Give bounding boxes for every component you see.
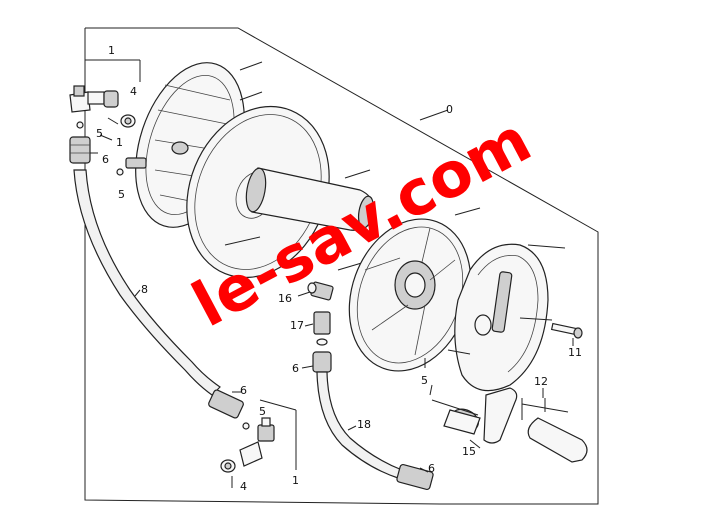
label-5-bottom: 5 bbox=[259, 405, 266, 418]
label-4-bottom: 4 bbox=[240, 480, 247, 493]
side-frame bbox=[447, 243, 566, 392]
label-6-bottom-left: 6 bbox=[240, 384, 247, 397]
label-6-center: 6 bbox=[292, 362, 299, 375]
label-16: 16 bbox=[278, 292, 292, 305]
front-drum-flange bbox=[348, 207, 481, 372]
label-1-bottom: 1 bbox=[292, 474, 299, 487]
label-5-top: 5 bbox=[96, 127, 103, 140]
bottom-elbow-fitting bbox=[220, 399, 297, 488]
nipple-part-17 bbox=[313, 311, 331, 346]
hose-coupling-center bbox=[312, 351, 332, 373]
label-6-top: 6 bbox=[102, 153, 109, 166]
label-1-mid: 1 bbox=[116, 136, 123, 149]
label-15: 15 bbox=[462, 445, 476, 458]
label-5-left: 5 bbox=[118, 188, 125, 201]
label-18: 18 bbox=[357, 418, 371, 431]
label-5-center: 5 bbox=[421, 374, 428, 387]
elbow-fitting-part-1 bbox=[69, 59, 141, 128]
handle-grip-part-12 bbox=[521, 398, 588, 463]
label-8: 8 bbox=[141, 283, 148, 296]
hose-end-coupling-left bbox=[208, 389, 244, 419]
label-12: 12 bbox=[534, 375, 548, 388]
leader-lines bbox=[90, 109, 544, 473]
label-11: 11 bbox=[568, 346, 582, 359]
label-6-bottom-right: 6 bbox=[428, 462, 435, 475]
label-4-top: 4 bbox=[130, 85, 137, 98]
crank-handle-part-15 bbox=[431, 387, 518, 444]
supply-hose-part-8 bbox=[73, 169, 221, 396]
label-17: 17 bbox=[290, 319, 304, 332]
label-0: 0 bbox=[446, 103, 453, 116]
swivel-connector bbox=[116, 157, 147, 176]
hose-coupling-part-6 bbox=[69, 121, 91, 164]
hose-end-coupling-right bbox=[396, 463, 434, 491]
screw-part-11 bbox=[550, 322, 583, 346]
swivel-joint-part-16 bbox=[307, 281, 334, 301]
label-1-top: 1 bbox=[108, 44, 115, 57]
drum-disc-assembly bbox=[186, 105, 375, 279]
